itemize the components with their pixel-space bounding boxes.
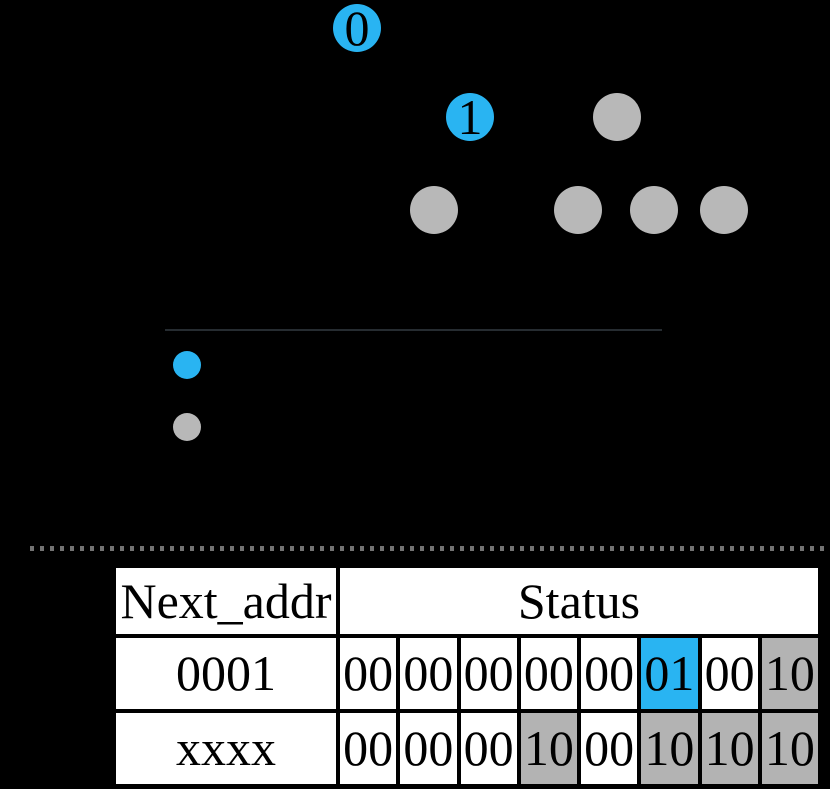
legend-marker-inactive-icon (173, 413, 201, 441)
next-addr-cell: 0001 (112, 634, 340, 713)
tree-node-0: 0 (333, 3, 381, 53)
status-cell: 00 (335, 634, 401, 713)
table-row-xxxx: xxxx 00 00 00 10 00 10 10 10 (112, 709, 823, 788)
status-cell-highlight-blue: 01 (637, 634, 702, 713)
table-header-row: Next_addr Status (112, 564, 822, 638)
tree-node-inactive-4 (630, 186, 678, 234)
next-addr-header: Next_addr (112, 564, 340, 638)
status-cell: 00 (516, 634, 582, 713)
table-row-0001: 0001 00 00 00 00 00 01 00 10 (112, 634, 823, 713)
status-cell: 00 (456, 709, 521, 788)
status-header: Status (336, 564, 822, 638)
status-cell: 00 (456, 634, 521, 713)
status-cell: 00 (335, 709, 401, 788)
tree-node-inactive-2 (410, 186, 458, 234)
section-divider-dotted (30, 546, 830, 551)
legend-rule (165, 329, 662, 331)
tree-node-inactive-5 (700, 186, 748, 234)
status-cell-highlight-gray: 10 (637, 709, 702, 788)
status-cell-highlight-gray: 10 (697, 709, 762, 788)
tree-node-inactive-1 (593, 93, 641, 141)
status-cell: 00 (576, 634, 642, 713)
status-cell: 00 (697, 634, 762, 713)
tree-node-1: 1 (446, 92, 494, 142)
next-addr-cell: xxxx (112, 709, 340, 788)
mapping-table: Next_addr Status 0001 00 00 00 00 00 01 … (112, 564, 823, 788)
status-cell-highlight-gray: 10 (757, 709, 823, 788)
status-cell: 00 (396, 709, 461, 788)
status-cell: 00 (576, 709, 642, 788)
status-cell-highlight-gray: 10 (757, 634, 823, 713)
status-cell-highlight-gray: 10 (516, 709, 582, 788)
legend-marker-active-icon (173, 351, 201, 379)
tree-node-inactive-3 (554, 186, 602, 234)
status-cell: 00 (396, 634, 461, 713)
